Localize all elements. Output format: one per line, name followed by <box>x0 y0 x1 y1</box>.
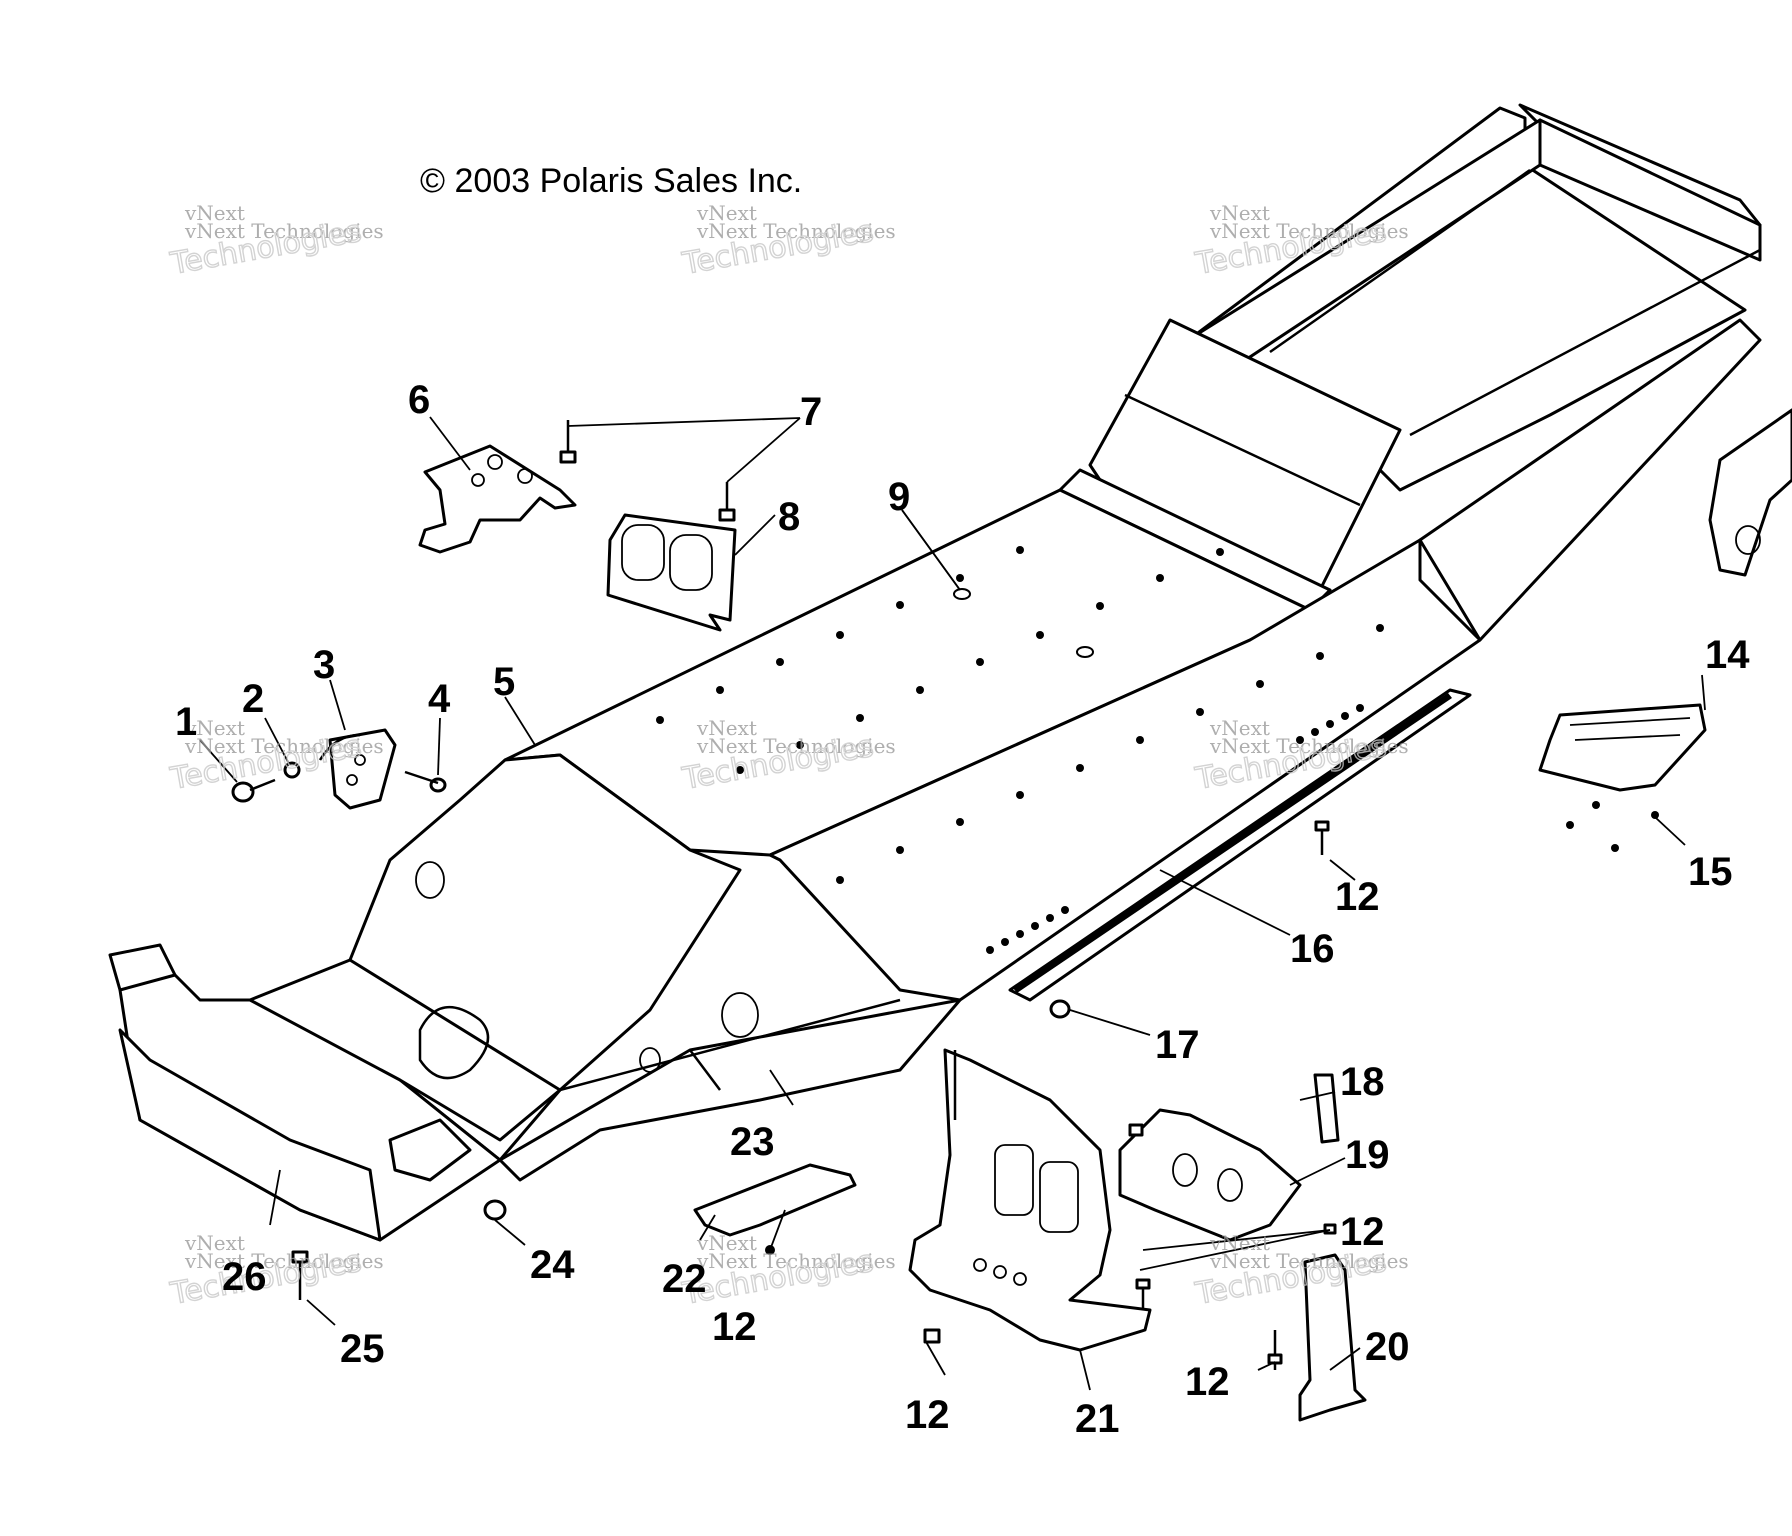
part-8-block <box>606 513 737 632</box>
part-21-shield <box>908 1048 1152 1352</box>
callout-5: 5 <box>493 660 515 704</box>
svg-text:vNext: vNext <box>696 1231 757 1255</box>
part-15-screws <box>1566 801 1659 852</box>
part-20-plate <box>1298 1253 1367 1422</box>
leader-lines <box>199 416 1706 1391</box>
part-3-plate <box>318 728 397 810</box>
callout-20: 20 <box>1365 1325 1410 1369</box>
svg-text:vNext Technologies: vNext Technologies <box>696 734 896 758</box>
callout-12d: 12 <box>905 1393 950 1437</box>
svg-text:vNext: vNext <box>1209 201 1270 225</box>
callout-12e: 12 <box>1185 1360 1230 1404</box>
callout-18: 18 <box>1340 1060 1385 1104</box>
part-12-screws <box>765 820 1337 1370</box>
svg-text:vNext: vNext <box>696 201 757 225</box>
part-1-2-bolts <box>231 761 447 803</box>
part-22-cover <box>693 1163 857 1237</box>
part-17-plug <box>1049 999 1071 1019</box>
callout-12a: 12 <box>1335 875 1380 919</box>
callout-4: 4 <box>428 677 451 721</box>
svg-text:vNext Technologies: vNext Technologies <box>184 734 384 758</box>
callout-6: 6 <box>408 378 430 422</box>
callout-15: 15 <box>1688 850 1733 894</box>
svg-text:vNext: vNext <box>1209 1231 1270 1255</box>
callout-14: 14 <box>1705 633 1750 677</box>
callout-24: 24 <box>530 1243 575 1287</box>
svg-text:vNext: vNext <box>184 201 245 225</box>
callout-17: 17 <box>1155 1023 1200 1067</box>
svg-text:vNext Technologies: vNext Technologies <box>1209 734 1409 758</box>
callout-8: 8 <box>778 495 800 539</box>
right-edge-bracket <box>1708 408 1792 577</box>
copyright-text: © 2003 Polaris Sales Inc. <box>420 162 802 200</box>
callout-21: 21 <box>1075 1397 1120 1441</box>
callout-9: 9 <box>888 475 910 519</box>
part-25-bolt <box>291 1250 309 1300</box>
callout-labels: 1 2 3 4 5 6 7 8 9 12 12 12 12 12 14 15 1… <box>175 378 1750 1441</box>
part-24-plug <box>483 1199 507 1221</box>
callout-25: 25 <box>340 1327 385 1371</box>
callout-23: 23 <box>730 1120 775 1164</box>
callout-12b: 12 <box>1340 1210 1385 1254</box>
svg-text:vNext Technologies: vNext Technologies <box>696 219 896 243</box>
callout-1: 1 <box>175 700 197 744</box>
callout-7: 7 <box>800 390 822 434</box>
callout-16: 16 <box>1290 927 1335 971</box>
part-18-strip <box>1313 1073 1340 1144</box>
svg-text:vNext Technologies: vNext Technologies <box>696 1249 896 1273</box>
part-7-bolts <box>559 420 736 522</box>
svg-text:vNext Technologies: vNext Technologies <box>184 219 384 243</box>
callout-22: 22 <box>662 1257 707 1301</box>
callout-26: 26 <box>222 1255 267 1299</box>
svg-text:vNext Technologies: vNext Technologies <box>1209 1249 1409 1273</box>
svg-text:vNext Technologies: vNext Technologies <box>1209 219 1409 243</box>
svg-text:vNext: vNext <box>184 716 245 740</box>
chassis-frame <box>108 103 1762 1242</box>
svg-text:vNext: vNext <box>184 1231 245 1255</box>
callout-12c: 12 <box>712 1305 757 1349</box>
callout-19: 19 <box>1345 1133 1390 1177</box>
callout-2: 2 <box>242 677 264 721</box>
svg-text:vNext: vNext <box>1209 716 1270 740</box>
callout-3: 3 <box>313 643 335 687</box>
svg-text:vNext Technologies: vNext Technologies <box>184 1249 384 1273</box>
part-14-footrest <box>1538 703 1707 792</box>
part-19-shield <box>1118 1108 1302 1242</box>
part-6-bracket <box>418 444 577 554</box>
svg-text:vNext: vNext <box>696 716 757 740</box>
